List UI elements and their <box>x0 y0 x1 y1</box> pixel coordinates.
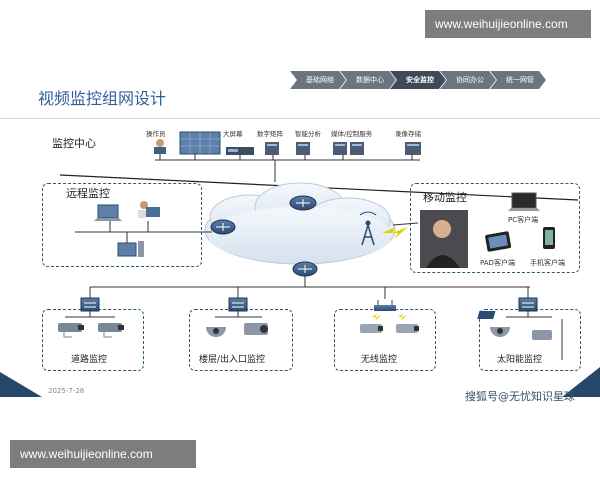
client-label-pc: PC客户端 <box>508 216 539 224</box>
antenna-tower-icon <box>359 211 377 246</box>
server-icon <box>333 142 347 155</box>
video-wall-icon <box>179 131 221 155</box>
device-label-storage: 录像存储 <box>395 130 421 138</box>
switch-icon <box>228 297 248 312</box>
watermark-bottom: www.weihuijieonline.com <box>10 440 196 468</box>
workstation-icon <box>138 201 160 218</box>
pc-client-icon <box>508 192 540 211</box>
tablet-icon <box>485 231 512 252</box>
site-label-wireless: 无线监控 <box>361 355 398 365</box>
solar-panel-icon <box>477 311 563 360</box>
box-camera-icon <box>244 323 268 335</box>
slide: 基础网络 数据中心 安全监控 协同办公 统一网管 视频监控组网设计 <box>0 55 600 437</box>
client-label-pad: PAD客户端 <box>480 259 515 267</box>
site-label-road: 道路监控 <box>71 355 108 365</box>
switch-icon <box>518 297 538 312</box>
tab-collab[interactable]: 协同办公 <box>440 71 496 89</box>
device-label-matrix: 数字矩阵 <box>257 130 283 138</box>
mobile-zone-label: 移动监控 <box>423 191 467 204</box>
corner-decoration <box>0 372 42 397</box>
dome-camera-icon <box>206 327 226 337</box>
mobile-zone <box>410 183 580 273</box>
server-icon <box>350 142 364 155</box>
device-label-video-wall: 大屏幕 <box>223 130 243 138</box>
watermark-top: www.weihuijieonline.com <box>425 10 591 38</box>
dome-camera-icon <box>490 327 510 337</box>
corner-decoration <box>562 367 600 397</box>
bullet-camera-icon <box>98 323 124 338</box>
bullet-camera-icon <box>396 324 419 333</box>
site-label-solar: 太阳能监控 <box>497 355 543 365</box>
device-label-operator: 操作员 <box>146 130 166 138</box>
slide-title: 视频监控组网设计 <box>38 89 167 108</box>
client-label-phone: 手机客户端 <box>530 259 565 267</box>
tab-net-mgmt[interactable]: 统一网管 <box>490 71 546 89</box>
title-divider <box>0 118 600 119</box>
tab-security[interactable]: 安全监控 <box>390 71 446 89</box>
router-icon <box>210 219 236 235</box>
laptop-icon <box>94 204 122 221</box>
storage-icon <box>405 142 421 155</box>
operator-icon <box>154 139 166 154</box>
switch-icon <box>80 297 100 312</box>
nav-tabs: 基础网络 数据中心 安全监控 协同办公 统一网管 <box>290 71 546 89</box>
desktop-pc-icon <box>117 241 144 257</box>
matrix-device-icon <box>226 147 254 155</box>
device-label-media-server: 媒体/控制服务 <box>331 130 373 138</box>
router-icon <box>292 261 318 277</box>
router-icon <box>289 195 317 211</box>
remote-zone <box>42 183 202 267</box>
access-point-icon <box>374 300 396 311</box>
network-diagram <box>58 131 579 360</box>
phone-icon <box>543 227 555 249</box>
bullet-camera-icon <box>360 324 383 333</box>
device-label-analysis: 智能分析 <box>295 130 321 138</box>
server-icon <box>296 142 310 155</box>
network-cloud <box>204 182 396 265</box>
bullet-camera-icon <box>58 323 84 338</box>
wireless-bolt-icon <box>382 227 408 239</box>
mobile-user-photo <box>420 210 468 268</box>
slide-date: 2025-7-28 <box>48 387 85 395</box>
server-icon <box>265 142 279 155</box>
source-credit: 搜狐号@无忧知识星球 <box>465 390 575 403</box>
tab-data-center[interactable]: 数据中心 <box>340 71 396 89</box>
site-label-floor: 楼层/出入口监控 <box>199 355 266 365</box>
remote-zone-label: 远程监控 <box>66 187 110 200</box>
tab-basic-network[interactable]: 基础网络 <box>290 71 346 89</box>
monitor-center-label: 监控中心 <box>52 137 96 150</box>
